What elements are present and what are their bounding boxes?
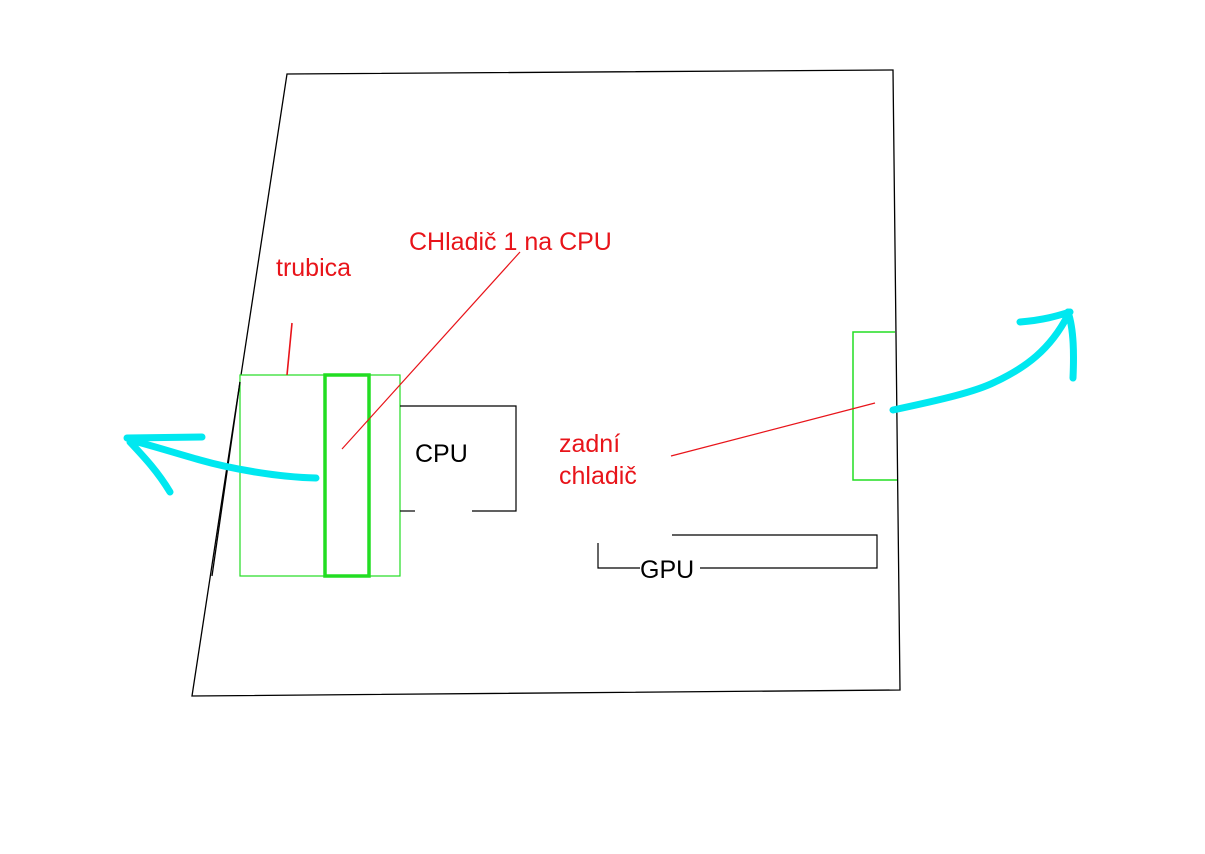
rear-cooler (852, 331, 897, 481)
right-airflow-arrow (889, 308, 1077, 414)
rear-cooler-label-line1: zadní (559, 430, 620, 458)
rear-cooler-label-line2: chladič (559, 462, 637, 490)
gpu-outline (597, 543, 640, 569)
cpu-socket-outline (400, 405, 517, 512)
gpu-label: GPU (640, 556, 694, 584)
case-left-edge-segment (211, 381, 241, 577)
cpu-cooler-fan (323, 373, 371, 578)
cpu-label: CPU (415, 440, 468, 468)
case-outline (191, 69, 901, 697)
tube-leader-line (286, 322, 293, 376)
rear-cooler-leader-line (670, 402, 876, 457)
cpu-cooler-label: CHladič 1 na CPU (409, 228, 612, 256)
cpu-cooler-leader-line (341, 251, 521, 450)
left-airflow-arrow (123, 433, 320, 496)
tube-label: trubica (276, 254, 351, 282)
gpu-outline-right (672, 534, 878, 569)
